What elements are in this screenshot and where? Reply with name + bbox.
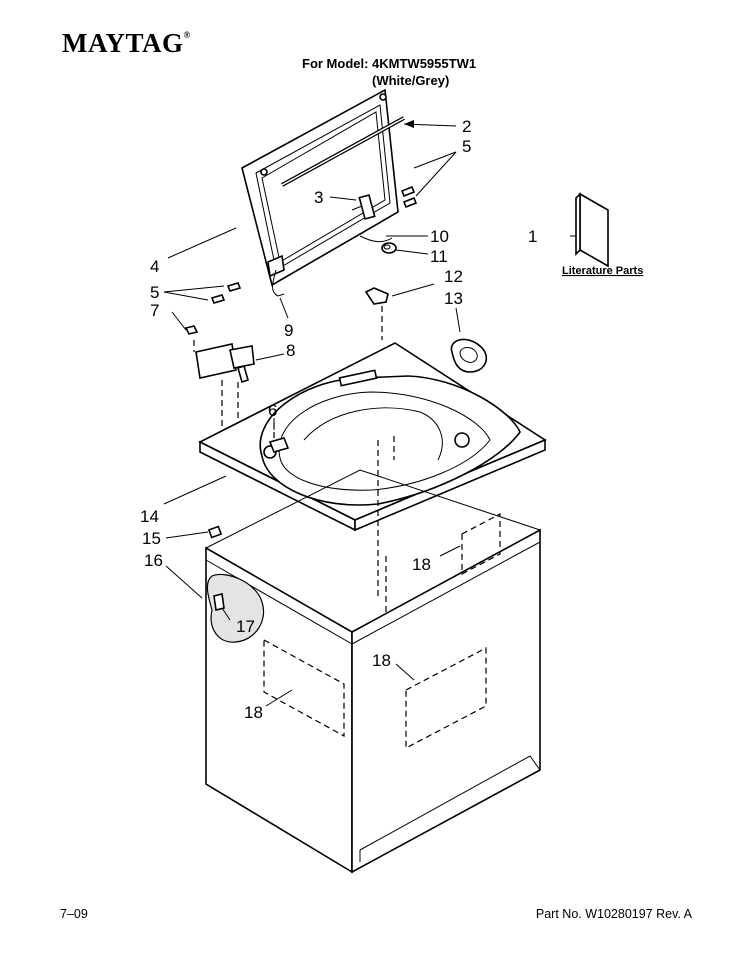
model-color: (White/Grey): [372, 73, 450, 88]
callout-12: 12: [444, 267, 463, 286]
registered-mark: ®: [183, 30, 191, 40]
callout-numbers: 1 2 3 4 5 5 6 7 8 9 10 11 12 13 14 15 16…: [140, 117, 643, 722]
callout-1: 1: [528, 227, 537, 246]
callout-15: 15: [142, 529, 161, 548]
callout-10: 10: [430, 227, 449, 246]
callout-6: 6: [268, 401, 277, 420]
literature-book-part-1: [575, 192, 609, 268]
callout-13: 13: [444, 289, 463, 308]
callout-8: 8: [286, 341, 295, 360]
callout-2: 2: [462, 117, 471, 136]
callout-14: 14: [140, 507, 159, 526]
lid-hinge-wire: [267, 235, 393, 297]
hinge-part-3: [351, 194, 376, 220]
callout-5-left: 5: [150, 283, 159, 302]
clip-part-12: [364, 287, 389, 340]
footer-part-number: Part No. W10280197 Rev. A: [535, 907, 692, 921]
model-number: For Model: 4KMTW5955TW1: [302, 56, 477, 71]
logo-text: MAYTAG: [62, 28, 184, 58]
callout-7: 7: [150, 301, 159, 320]
callout-18-front: 18: [244, 703, 263, 722]
bumper-part-11: [381, 242, 397, 254]
callout-3: 3: [314, 188, 323, 207]
callout-18-rear: 18: [412, 555, 431, 574]
dispenser-part-13: [450, 338, 488, 373]
callout-17: 17: [236, 617, 255, 636]
maytag-logo: MAYTAG®: [62, 28, 191, 59]
callout-9: 9: [284, 321, 293, 340]
screws-part-5: [210, 185, 418, 304]
callout-18-right: 18: [372, 651, 391, 670]
literature-parts-label: Literature Parts: [562, 265, 643, 277]
callout-4: 4: [150, 257, 159, 276]
lid-switch-part-8: [184, 325, 255, 430]
lid-assembly: [241, 88, 405, 287]
callout-11: 11: [430, 247, 448, 266]
top-panel-part-14: [198, 342, 547, 600]
footer-date: 7–09: [60, 907, 88, 921]
cabinet-part-16: [205, 469, 541, 874]
callout-5-top: 5: [462, 137, 471, 156]
callout-16: 16: [144, 551, 163, 570]
leader-lines: [163, 120, 576, 707]
